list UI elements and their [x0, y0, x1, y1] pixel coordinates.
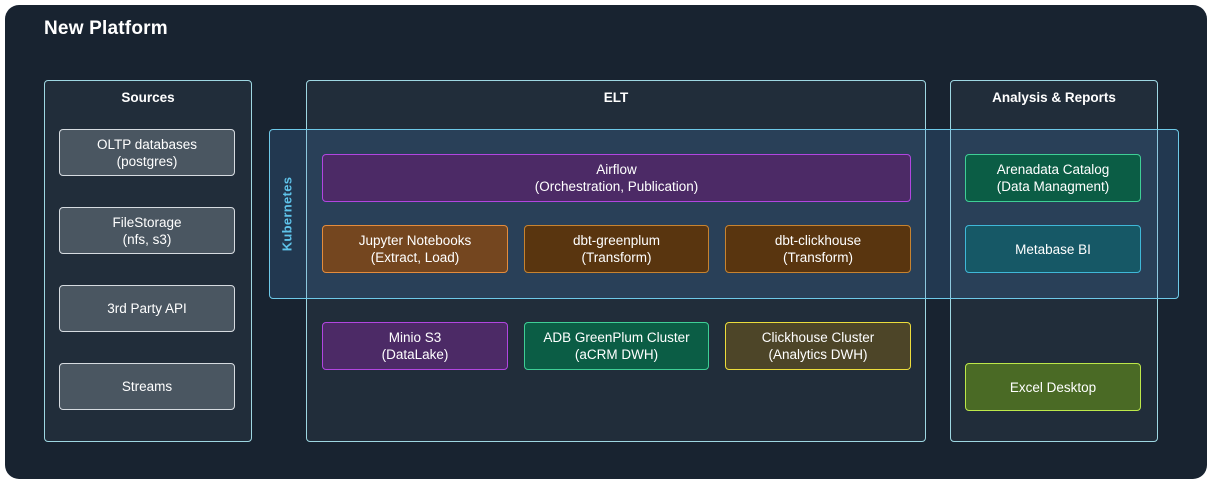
clickhouse-name: Clickhouse Cluster: [761, 330, 875, 345]
dbt-clickhouse-box: dbt-clickhouse (Transform): [725, 225, 911, 273]
dbt-greenplum-name: dbt-greenplum: [572, 233, 661, 248]
jupyter-detail: (Extract, Load): [370, 250, 460, 265]
source-filestorage-detail: (nfs, s3): [122, 231, 172, 247]
airflow-detail: (Orchestration, Publication): [534, 179, 699, 194]
source-oltp-name: OLTP databases: [96, 136, 198, 152]
jupyter-name: Jupyter Notebooks: [358, 233, 472, 248]
analysis-title: Analysis & Reports: [992, 90, 1116, 105]
sources-title: Sources: [121, 90, 175, 105]
metabase-name: Metabase BI: [1015, 241, 1091, 257]
metabase-bi-box: Metabase BI: [965, 225, 1141, 273]
clickhouse-detail: (Analytics DWH): [768, 347, 868, 362]
adb-name: ADB GreenPlum Cluster: [543, 330, 690, 345]
kubernetes-label: Kubernetes: [279, 176, 295, 252]
source-3rd-party-api: 3rd Party API: [59, 285, 235, 332]
catalog-detail: (Data Managment): [996, 179, 1110, 194]
source-api-name: 3rd Party API: [107, 301, 187, 316]
source-oltp-detail: (postgres): [116, 153, 178, 169]
airflow-name: Airflow: [596, 162, 637, 177]
excel-name: Excel Desktop: [1009, 379, 1097, 395]
minio-detail: (DataLake): [381, 347, 449, 362]
clickhouse-cluster-box: Clickhouse Cluster (Analytics DWH): [725, 322, 911, 370]
adb-greenplum-cluster-box: ADB GreenPlum Cluster (aCRM DWH): [524, 322, 709, 370]
dbt-clickhouse-name: dbt-clickhouse: [774, 233, 862, 248]
excel-desktop-box: Excel Desktop: [965, 363, 1141, 411]
catalog-name: Arenadata Catalog: [996, 162, 1110, 177]
arenadata-catalog-box: Arenadata Catalog (Data Managment): [965, 154, 1141, 202]
minio-name: Minio S3: [388, 330, 442, 345]
airflow-box: Airflow (Orchestration, Publication): [322, 154, 911, 202]
source-streams: Streams: [59, 363, 235, 410]
jupyter-notebooks-box: Jupyter Notebooks (Extract, Load): [322, 225, 508, 273]
source-streams-name: Streams: [121, 379, 173, 394]
source-oltp-databases: OLTP databases (postgres): [59, 129, 235, 176]
dbt-greenplum-box: dbt-greenplum (Transform): [524, 225, 709, 273]
adb-detail: (aCRM DWH): [574, 347, 659, 362]
minio-s3-box: Minio S3 (DataLake): [322, 322, 508, 370]
dbt-clickhouse-detail: (Transform): [783, 250, 853, 265]
dbt-greenplum-detail: (Transform): [581, 250, 652, 265]
elt-title: ELT: [603, 90, 629, 105]
page-title: New Platform: [44, 18, 168, 39]
source-filestorage-name: FileStorage: [112, 214, 182, 230]
source-filestorage: FileStorage (nfs, s3): [59, 207, 235, 254]
